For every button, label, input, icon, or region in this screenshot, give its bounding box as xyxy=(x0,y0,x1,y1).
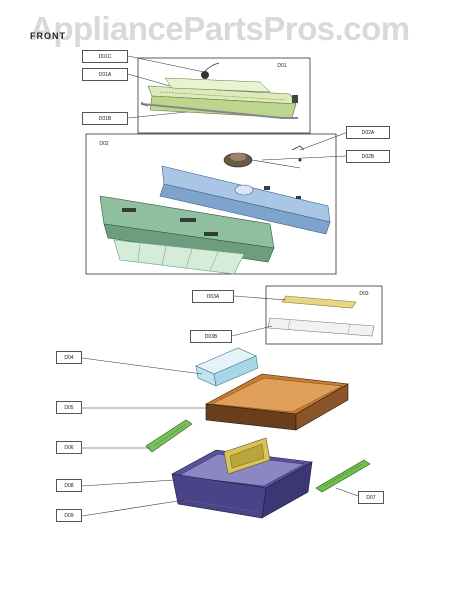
small-basket-part[interactable] xyxy=(195,347,259,387)
d01-group-frame xyxy=(137,57,311,134)
callout-d06: D06 xyxy=(56,441,82,454)
left-rail-part[interactable] xyxy=(145,419,193,453)
sensor-part[interactable] xyxy=(291,145,305,162)
watermark: AppliancePartsPros.com xyxy=(30,10,410,47)
fan-motor-part[interactable] xyxy=(223,152,301,169)
callout-d03b: D03B xyxy=(190,330,232,343)
d02-group-frame xyxy=(85,133,337,275)
bin-divider-part[interactable] xyxy=(223,437,271,475)
callout-d03: D03 xyxy=(350,288,378,301)
heater-tube-part[interactable] xyxy=(141,102,298,119)
evaporator-cover-part[interactable] xyxy=(159,165,331,235)
callout-d02a: D02A xyxy=(346,126,390,139)
leader-lines xyxy=(81,55,359,517)
callout-d01: D01 xyxy=(268,60,296,73)
shelf-tray-part[interactable] xyxy=(281,295,357,309)
orientation-label: FRONT xyxy=(30,31,66,41)
callout-d08: D08 xyxy=(56,479,82,492)
drawer-part[interactable] xyxy=(205,373,349,431)
callout-d04: D04 xyxy=(56,351,82,364)
callout-d03a: D03A xyxy=(192,290,234,303)
duct-panel-part[interactable] xyxy=(99,195,275,275)
d03-group-frame xyxy=(265,285,383,345)
right-rail-part[interactable] xyxy=(315,459,371,493)
callout-d05: D05 xyxy=(56,401,82,414)
callout-d09: D09 xyxy=(56,509,82,522)
callout-d02b: D02B xyxy=(346,150,390,163)
shelf-frame-part[interactable] xyxy=(267,317,375,337)
callout-d01b: D01B xyxy=(82,112,128,125)
callout-d01a: D01A xyxy=(82,68,128,81)
callout-d07: D07 xyxy=(358,491,384,504)
fan-housing-part[interactable] xyxy=(147,62,298,119)
callout-d01c: D01C xyxy=(82,50,128,63)
callout-d02: D02 xyxy=(90,138,118,151)
